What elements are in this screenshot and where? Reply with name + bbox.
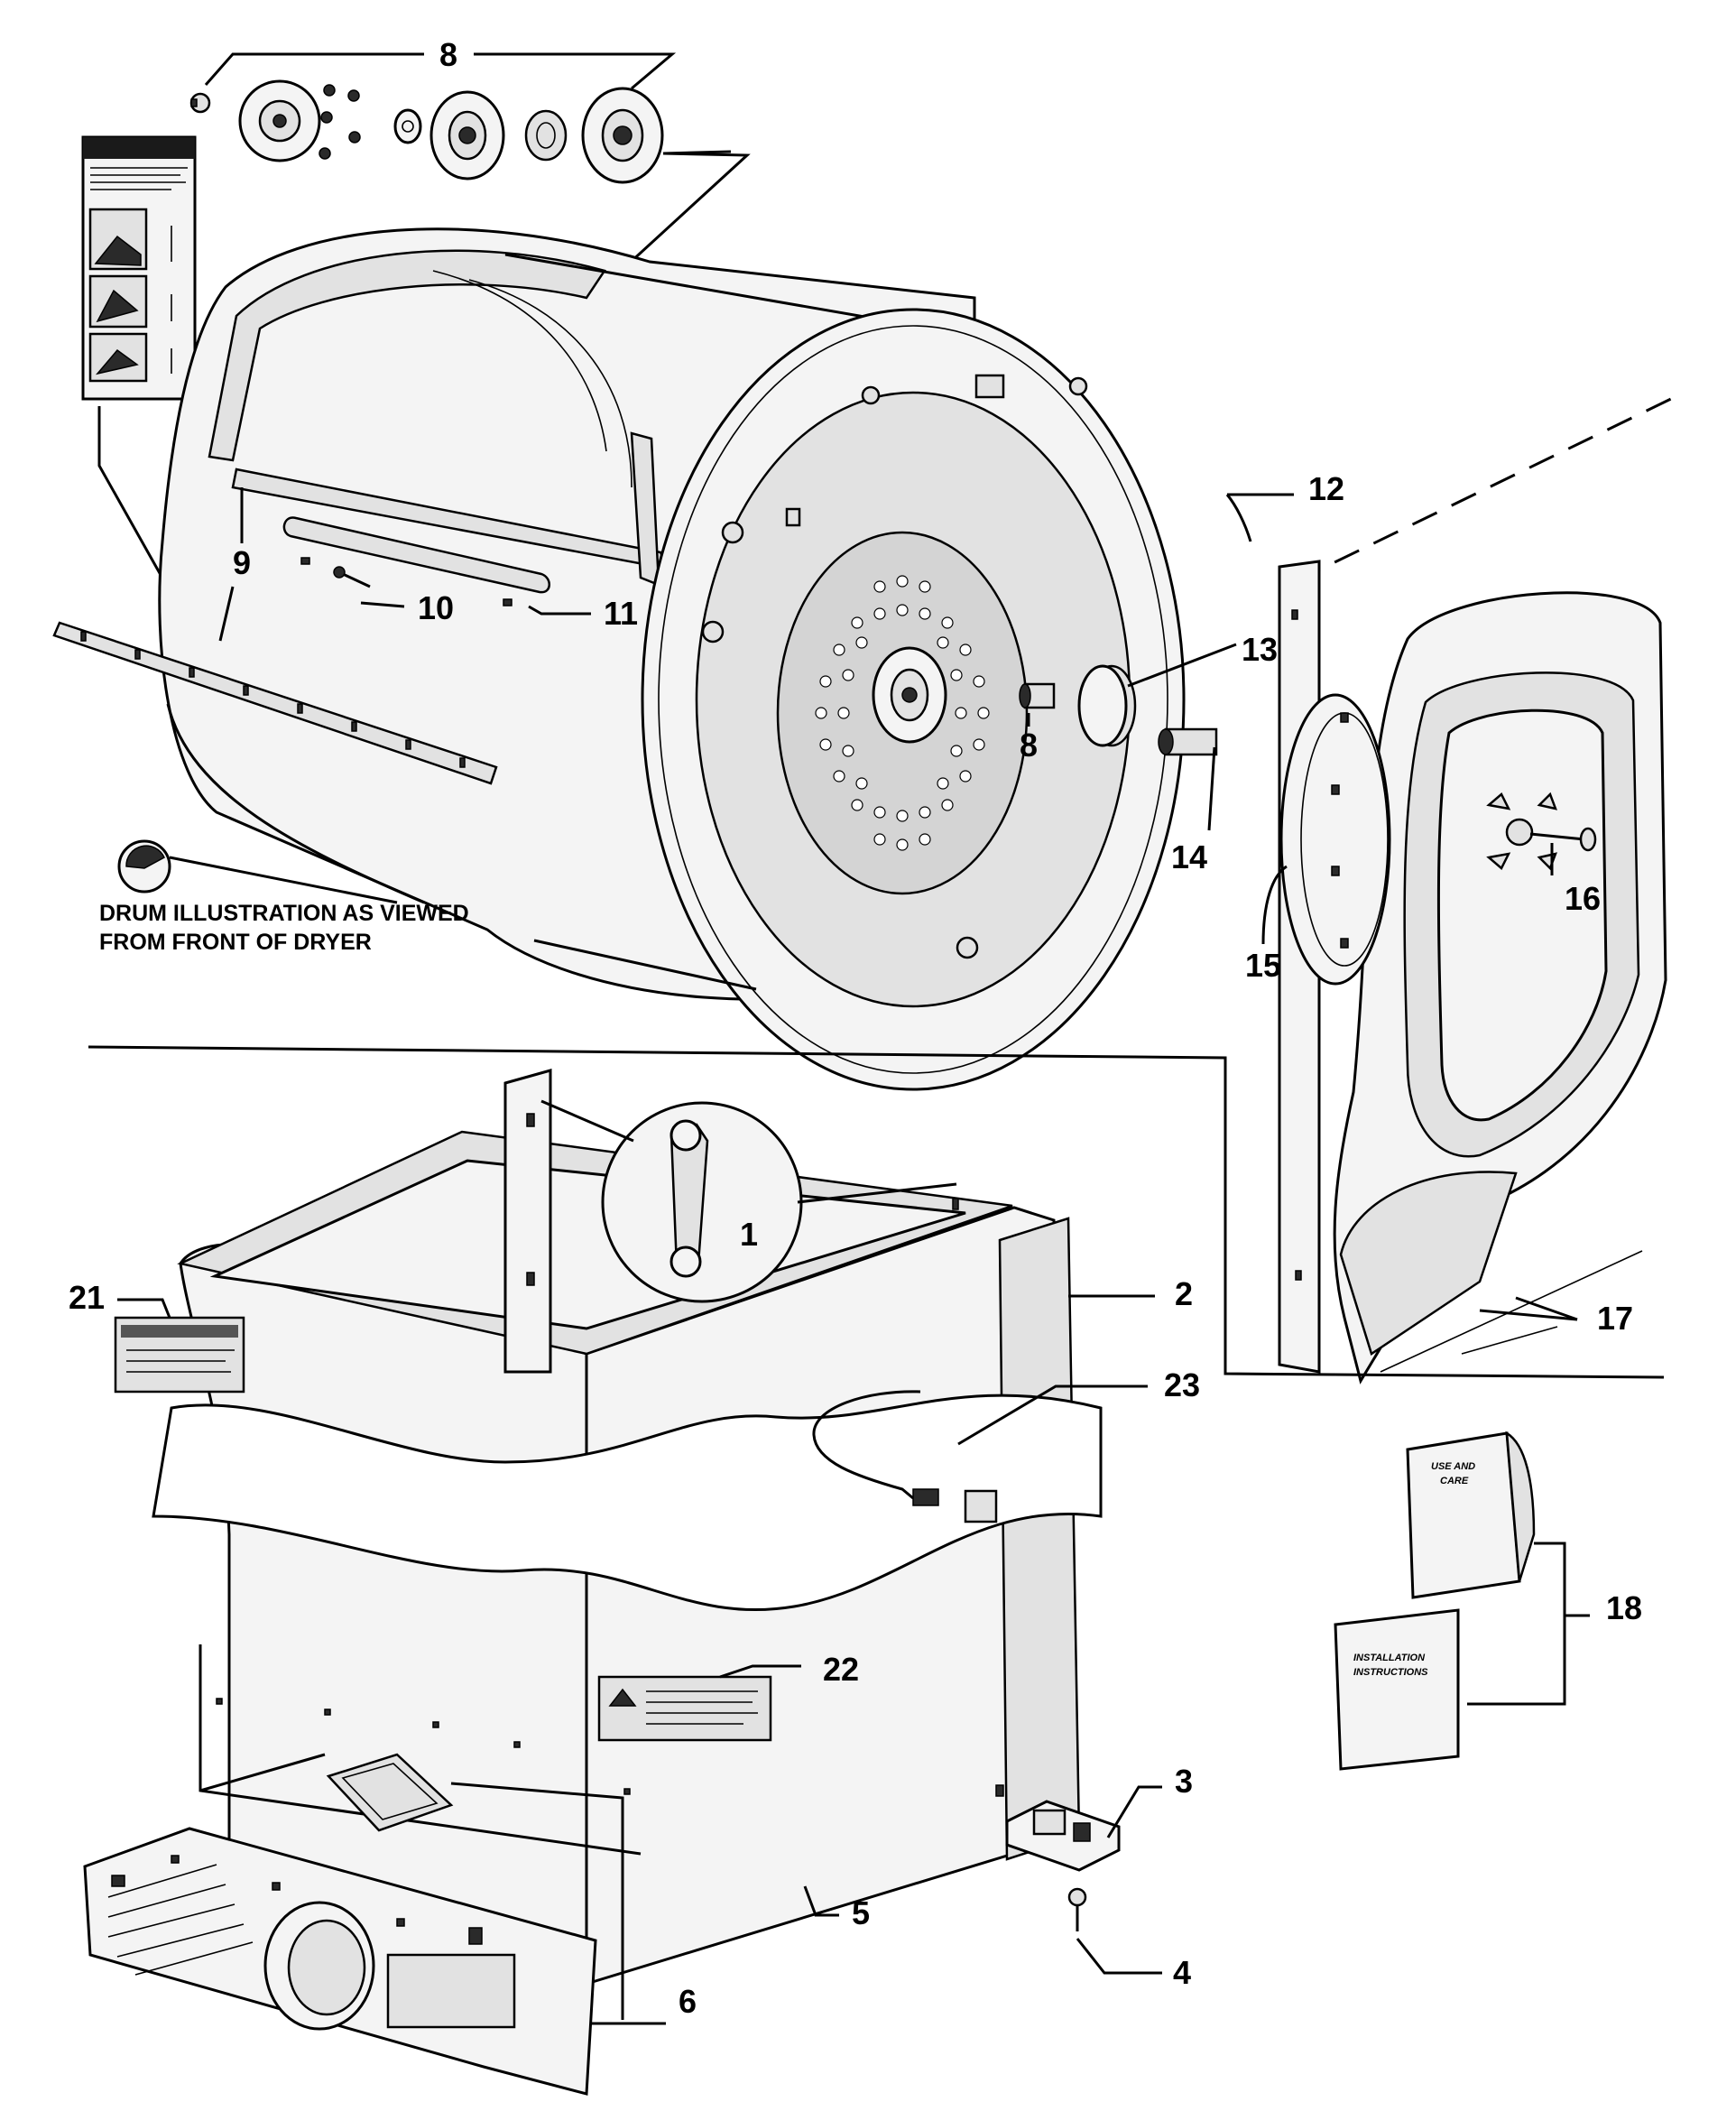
drum-note-line1: DRUM ILLUSTRATION AS VIEWED — [99, 901, 469, 926]
callout-install_line2: INSTRUCTIONS — [1353, 1667, 1428, 1678]
rear-bearing-parts — [1019, 664, 1218, 756]
sensor-harness-23 — [812, 1390, 998, 1523]
callout-c5: 5 — [852, 1894, 870, 1931]
dryer-cabinet — [152, 1069, 1103, 1986]
callout-c22: 22 — [823, 1651, 859, 1688]
callout-c4: 4 — [1173, 1954, 1191, 1991]
callout-c11: 11 — [604, 595, 638, 632]
callout-c23: 23 — [1164, 1366, 1200, 1403]
drum-orientation-icon — [117, 839, 398, 904]
callout-c15: 15 — [1245, 947, 1281, 984]
callout-c10: 10 — [418, 589, 454, 626]
bracket-detail — [540, 1099, 957, 1303]
callout-c9: 9 — [233, 544, 251, 581]
callout-c12: 12 — [1308, 470, 1344, 507]
installation-instructions-manual: INSTALLATION INSTRUCTIONS — [1334, 1608, 1460, 1771]
drum-mount-holes — [701, 374, 1088, 959]
drum-note-line2: FROM FRONT OF DRYER — [99, 930, 372, 955]
drum-callouts: 9 10 11 12 — [218, 470, 1344, 642]
callout-c1: 1 — [740, 1216, 758, 1253]
callout-c8_top: 8 — [439, 36, 457, 73]
leveling-foot-3 — [1005, 1800, 1121, 1872]
rear-bulkhead-assembly — [1278, 395, 1676, 1384]
callout-c18: 18 — [1606, 1589, 1642, 1626]
callout-c6: 6 — [679, 1983, 697, 2020]
section-divider — [88, 1045, 1665, 1379]
callout-c16: 16 — [1565, 880, 1601, 917]
callout-use_care_line1: USE AND — [1431, 1461, 1475, 1472]
baffle-loose — [52, 621, 498, 785]
perforation-dots — [815, 575, 990, 851]
bearing-kit-parts — [189, 79, 664, 184]
toe-panel-6 — [83, 1827, 597, 2096]
callout-use_care_line2: CARE — [1440, 1476, 1469, 1486]
cabinet-label-21 — [114, 1316, 245, 1394]
lint-screen-frame — [326, 1753, 454, 1832]
cabinet-label-22 — [597, 1675, 772, 1742]
dryer-drum — [158, 227, 1186, 1091]
callout-c21: 21 — [69, 1279, 105, 1316]
callout-c17: 17 — [1597, 1300, 1633, 1337]
callout-c8_rear: 8 — [1020, 727, 1038, 764]
warning-label — [81, 135, 197, 611]
callout-c2: 2 — [1175, 1275, 1193, 1312]
callout-install_line1: INSTALLATION — [1353, 1653, 1426, 1663]
callout-c14: 14 — [1171, 838, 1207, 875]
screw-4 — [1067, 1887, 1087, 1931]
callout-c3: 3 — [1175, 1763, 1193, 1800]
callout-c13: 13 — [1242, 631, 1278, 668]
use-and-care-manual: USE AND CARE — [1406, 1431, 1536, 1599]
